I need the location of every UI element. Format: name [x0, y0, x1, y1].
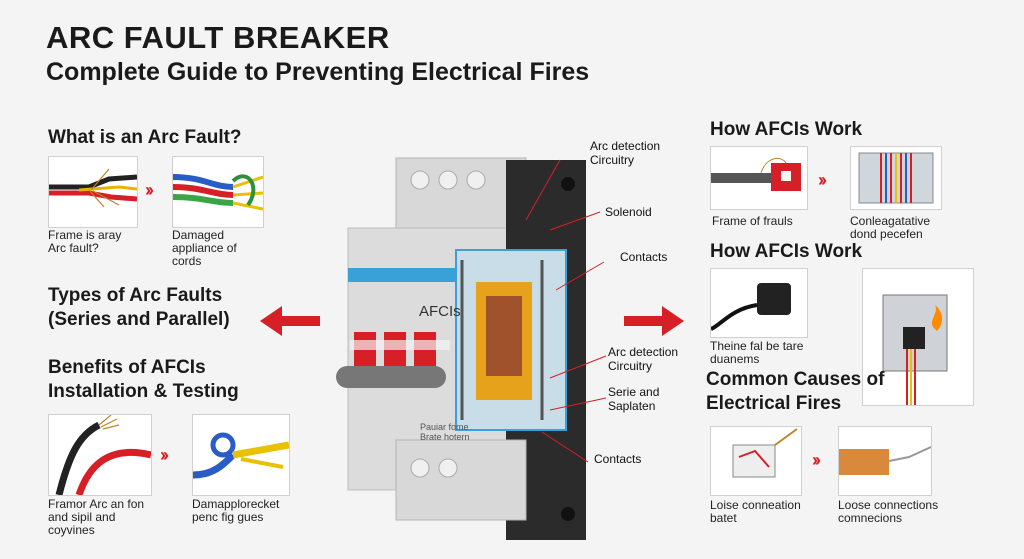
callout-contacts-1: Contacts	[620, 250, 668, 264]
how-heading-1: How AFCIs Work	[710, 119, 863, 140]
arrow-left-icon	[258, 304, 320, 338]
wires-stripped-image	[48, 414, 152, 496]
callout-solenoid: Solenoid	[605, 205, 652, 219]
how-image-3	[710, 268, 808, 338]
how-image-2	[850, 146, 942, 210]
caption-frame-faults: Frame of frauls	[712, 214, 793, 228]
connector-image	[192, 414, 290, 496]
causes-heading: Common Causes of Electrical Fires	[706, 369, 885, 414]
caption-conduct-detection: Conleagatative dond pecefen	[850, 214, 931, 241]
page-subtitle: Complete Guide to Preventing Electrical …	[46, 58, 590, 86]
caption-arc-fault: Frame is aray Arc fault?	[48, 228, 122, 255]
damaged-cord-image	[172, 156, 264, 228]
chevron-right-icon-2: ››	[160, 445, 169, 465]
afci-breaker-cutaway	[336, 150, 616, 550]
caption-loose-2: Loose connections comnecions	[838, 498, 939, 525]
benefits-heading: Benefits of AFCIs Installation & Testing	[48, 357, 239, 402]
types-heading: Types of Arc Faults (Series and Parallel…	[48, 285, 230, 330]
wire-frayed-image	[48, 156, 138, 228]
caption-damaged-cords: Damaged appliance of cords	[172, 228, 237, 268]
callout-arc-detection-1: Arc detection Circuitry	[590, 139, 661, 167]
caption-arc-wiring: Framor Arc an fon and sipil and coyvines	[48, 497, 145, 537]
caption-how-2: Theine fal be tare duanems	[710, 339, 804, 366]
what-heading: What is an Arc Fault?	[48, 127, 242, 148]
caption-damaged-plug: Damapplorecket penc fig gues	[192, 497, 280, 524]
panel-image	[862, 268, 974, 406]
loose-wire-image	[838, 426, 932, 496]
chevron-right-icon-3: ››	[818, 170, 827, 190]
callout-contacts-2: Contacts	[594, 452, 642, 466]
outlet-image	[710, 426, 802, 496]
page-title: ARC FAULT BREAKER	[46, 20, 390, 55]
chevron-right-icon: ››	[145, 180, 154, 200]
device-label: AFCIs	[419, 303, 461, 320]
arrow-right-icon	[624, 304, 686, 338]
how-heading-2: How AFCIs Work	[710, 241, 863, 262]
chevron-right-icon-4: ››	[812, 450, 821, 470]
how-image-1	[710, 146, 808, 210]
device-small-text: Pauiar fome Brate hotern	[420, 422, 470, 442]
caption-loose-1: Loise conneation batet	[710, 498, 801, 525]
callout-series-parallel: Serie and Saplaten	[608, 385, 660, 413]
callout-arc-detection-2: Arc detection Circuitry	[608, 345, 679, 373]
